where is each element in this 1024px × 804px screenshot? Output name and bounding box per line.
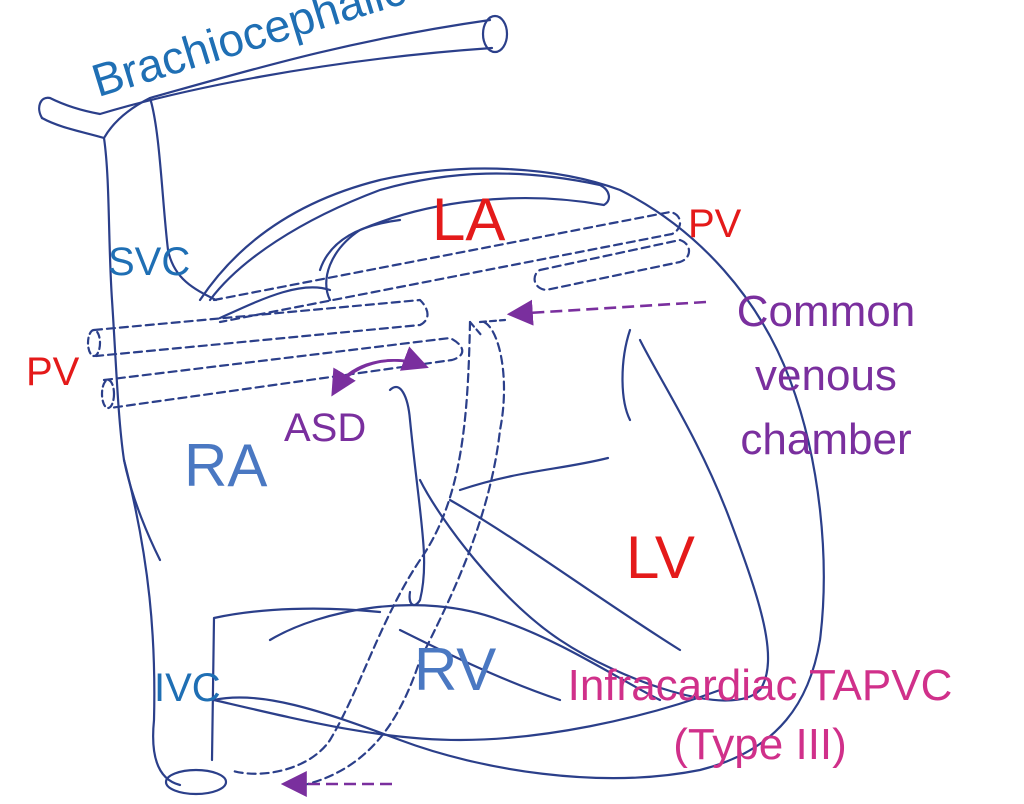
tapvc-label: Infracardiac TAPVC (Type III) — [530, 656, 990, 775]
ivc-wall — [210, 607, 382, 762]
ra-wall — [122, 458, 182, 787]
ra-label: RA — [184, 432, 268, 499]
lv-label: LV — [626, 524, 695, 591]
common-venous-chamber-label: Common venous chamber — [708, 280, 944, 471]
pv-right-tube-lower — [533, 238, 691, 292]
svc-wall-right — [148, 96, 218, 302]
rv-outline — [212, 604, 722, 742]
descending-vein-left — [228, 320, 472, 775]
common-line-2: venous — [755, 350, 897, 400]
lv-outline — [418, 338, 770, 702]
ivc-end — [164, 768, 228, 796]
pv-left-label: PV — [26, 350, 80, 394]
la-label: LA — [432, 186, 506, 253]
pv-tube-lower — [102, 336, 464, 410]
rv-label: RV — [414, 636, 497, 703]
septum — [388, 385, 426, 607]
tapvc-line-2: (Type III) — [673, 720, 847, 770]
asd-label: ASD — [284, 406, 367, 450]
descending-vein-right — [298, 320, 506, 788]
asd-arrow-back — [339, 346, 429, 383]
brachiocephalic-vein-lower — [38, 46, 494, 120]
common-line-3: chamber — [740, 414, 912, 464]
svc-wall-left — [102, 136, 162, 562]
common-chamber — [468, 318, 507, 338]
pv-right-tube-upper — [212, 210, 682, 324]
pv-tube-upper — [92, 298, 429, 358]
common-chamber-arrow — [506, 299, 707, 326]
pv-tube-lower-end — [100, 378, 116, 410]
heart-outer — [198, 167, 825, 780]
lv-inner — [448, 328, 682, 652]
ivc-label: IVC — [154, 666, 221, 710]
brachiocephalic-end — [481, 14, 509, 54]
tapvc-line-1: Infracardiac TAPVC — [567, 661, 953, 710]
pv-right-label: PV — [688, 202, 742, 246]
svc-label: SVC — [108, 240, 191, 284]
la-outline — [208, 172, 610, 302]
rv-inner — [398, 628, 562, 702]
la-inner — [218, 218, 402, 320]
pv-tube-upper-end — [86, 328, 102, 358]
common-line-1: Common — [736, 287, 916, 336]
